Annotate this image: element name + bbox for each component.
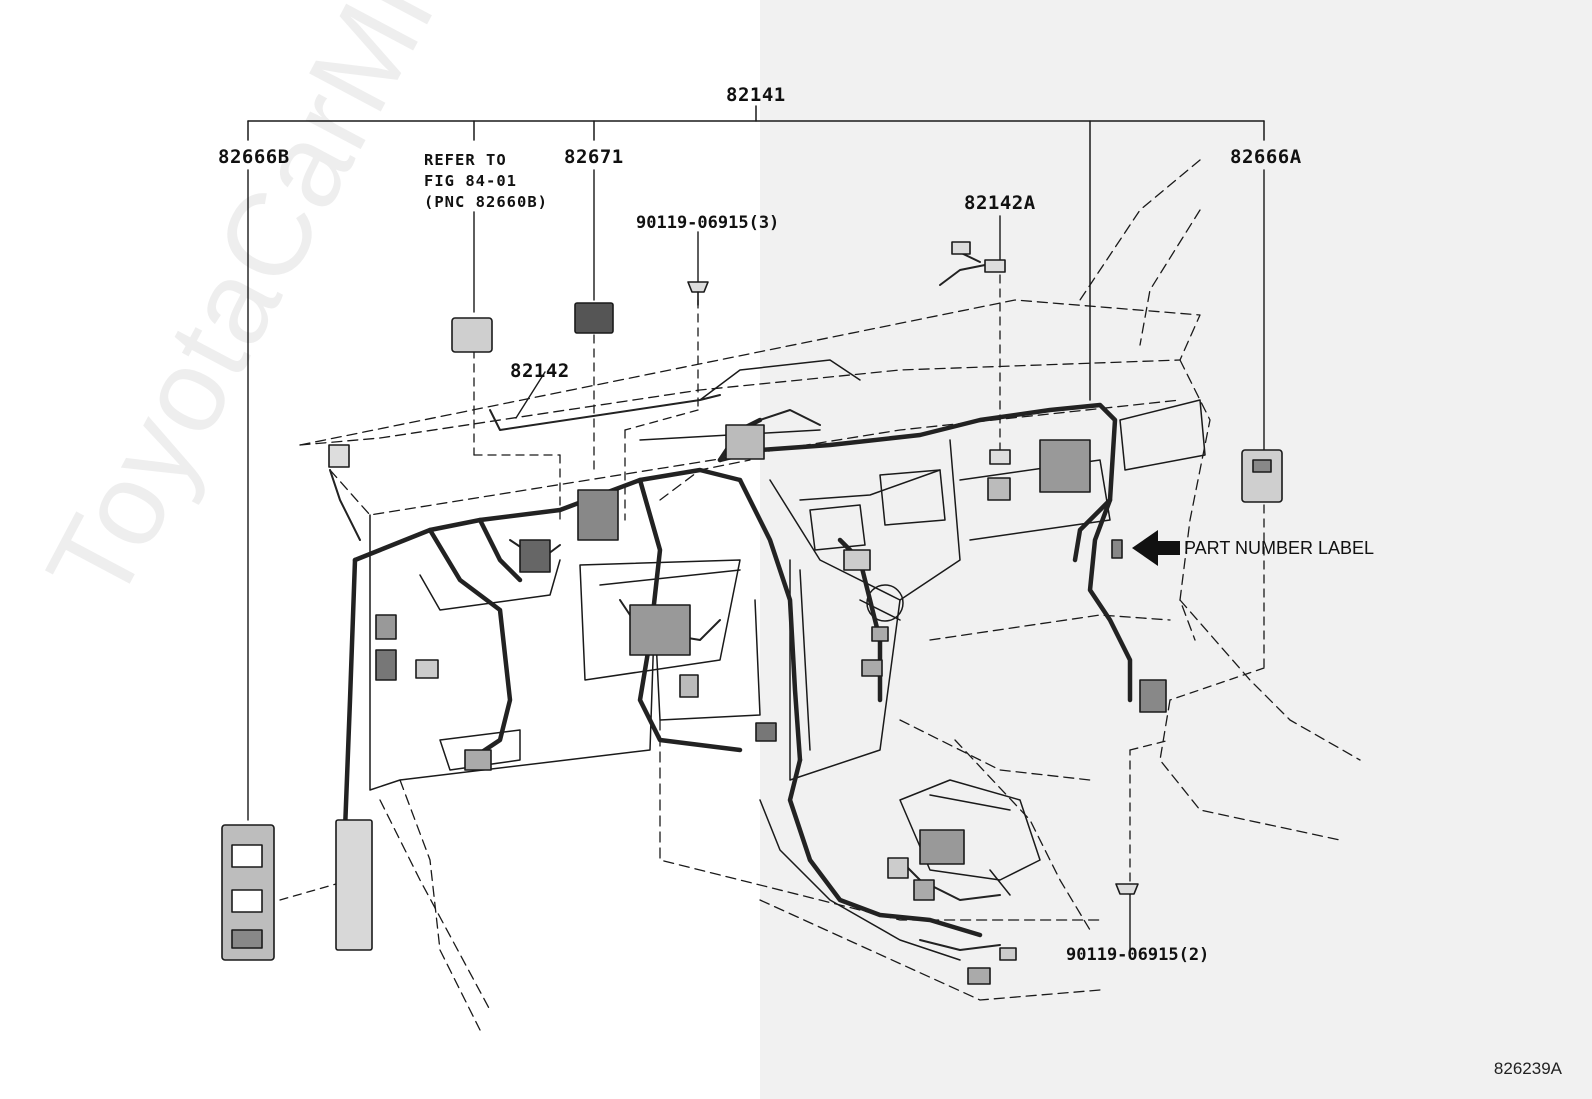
refer-note: REFER TO FIG 84-01 (PNC 82660B): [424, 150, 548, 213]
callout-82141: 82141: [726, 84, 786, 106]
refer-note-line2: FIG 84-01: [424, 172, 517, 190]
leader-lines: [247, 169, 1265, 951]
callout-bolt-bottom: 90119-06915(2): [1066, 945, 1210, 965]
refer-note-line3: (PNC 82660B): [424, 193, 548, 211]
connectors: [221, 241, 1283, 985]
illustration-code: 826239A: [1493, 1059, 1562, 1078]
callout-82142: 82142: [510, 360, 570, 382]
callout-82142a: 82142A: [964, 192, 1036, 214]
callout-82666a: 82666A: [1230, 146, 1302, 168]
dashboard-outline: [299, 159, 1361, 1031]
leader-bracket-82141: [247, 105, 1265, 401]
callout-82671: 82671: [564, 146, 624, 168]
callout-bolt-top: 90119-06915(3): [636, 213, 780, 233]
harness-wires: [337, 402, 1133, 938]
harness-thin-wires: [329, 249, 1001, 951]
label-arrow: [1132, 530, 1180, 566]
dashboard-panels: [369, 359, 1206, 961]
refer-note-line1: REFER TO: [424, 151, 507, 169]
callout-82666b: 82666B: [218, 146, 290, 168]
part-number-label-note: PART NUMBER LABEL: [1184, 538, 1375, 558]
